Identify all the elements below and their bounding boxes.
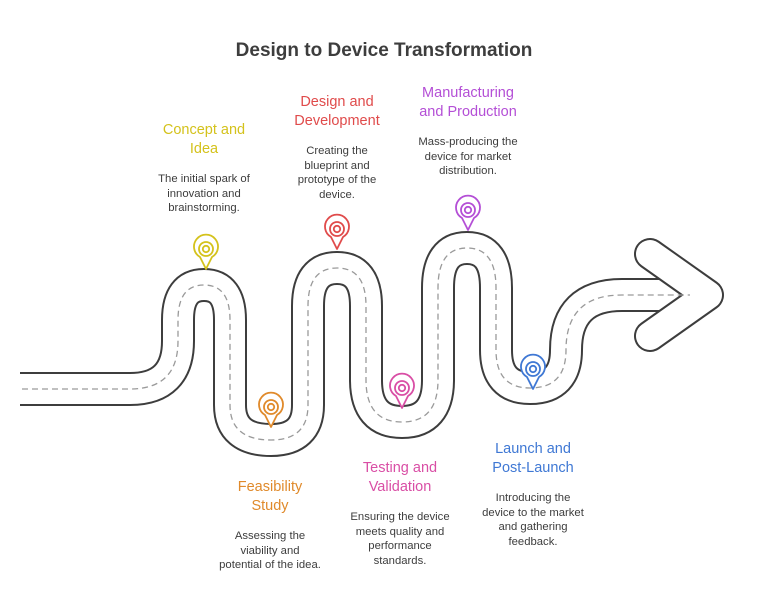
stage-testing: Testing and Validation Ensuring the devi… xyxy=(330,459,470,568)
diagram-title: Design to Device Transformation xyxy=(235,40,533,61)
stage-design-name: Design and Development xyxy=(294,94,380,129)
pin-concept-icon xyxy=(193,233,219,270)
stage-manufacturing-name: Manufacturing and Production xyxy=(419,85,517,120)
pin-manufacturing-icon xyxy=(455,194,481,231)
road-surface xyxy=(20,233,705,455)
pin-design-icon xyxy=(324,213,350,250)
pin-feasibility-icon xyxy=(258,391,284,428)
stage-manufacturing: Manufacturing and Production Mass-produc… xyxy=(398,84,538,179)
stage-launch: Launch and Post-Launch Introducing the d… xyxy=(463,440,603,549)
stage-concept-name: Concept and Idea xyxy=(162,122,246,157)
stage-launch-name: Launch and Post-Launch xyxy=(492,441,574,476)
pin-testing-icon xyxy=(389,372,415,409)
stage-launch-description: Introducing the device to the market and… xyxy=(482,492,584,548)
stage-feasibility-name: Feasibility Study xyxy=(237,479,303,514)
stage-design-description: Creating the blueprint and prototype of … xyxy=(297,145,377,201)
stage-manufacturing-description: Mass-producing the device for market dis… xyxy=(418,136,518,177)
stage-feasibility: Feasibility Study Assessing the viabilit… xyxy=(200,478,340,573)
stage-feasibility-description: Assessing the viability and potential of… xyxy=(219,530,321,571)
stage-concept: Concept and Idea The initial spark of in… xyxy=(134,121,274,216)
stage-testing-name: Testing and Validation xyxy=(362,460,438,495)
arrow-head-surface xyxy=(636,240,722,350)
stage-concept-description: The initial spark of innovation and brai… xyxy=(158,173,250,214)
stage-design: Design and Development Creating the blue… xyxy=(267,93,407,202)
stage-testing-description: Ensuring the device meets quality and pe… xyxy=(350,511,450,567)
road-centre-line xyxy=(22,247,690,441)
pin-launch-icon xyxy=(520,353,546,390)
